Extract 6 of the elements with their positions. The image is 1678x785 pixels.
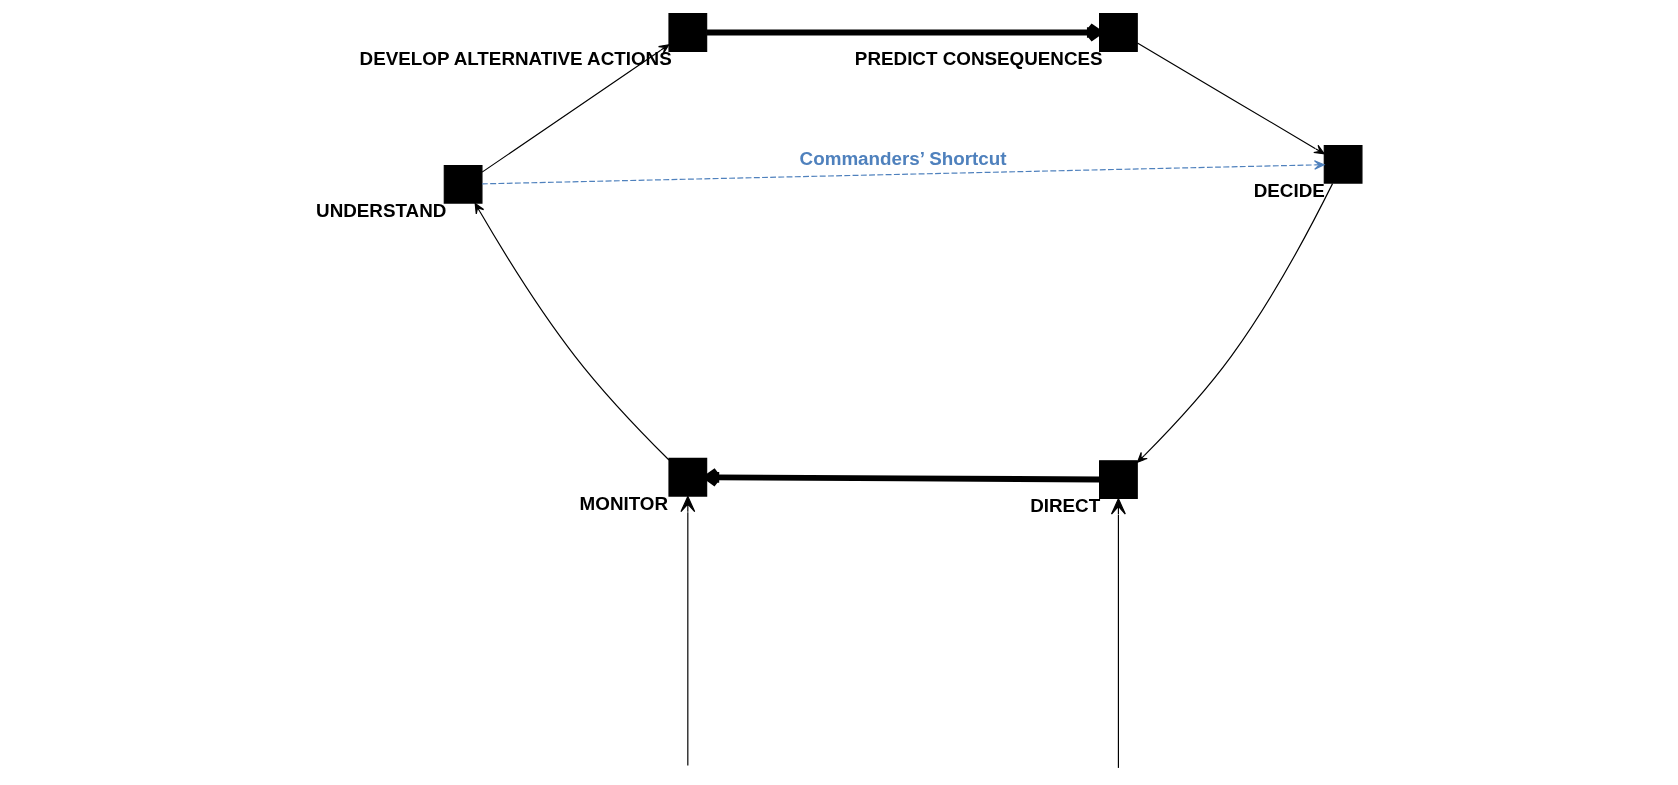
node-label: DECIDE [1253,179,1325,201]
node-label: DIRECT [1030,494,1101,516]
edge-label: Commanders’ Shortcut [799,147,1007,169]
node-label: MONITOR [579,492,669,514]
node-label: PREDICT CONSEQUENCES [854,47,1103,69]
node-label: UNDERSTAND [316,199,447,221]
